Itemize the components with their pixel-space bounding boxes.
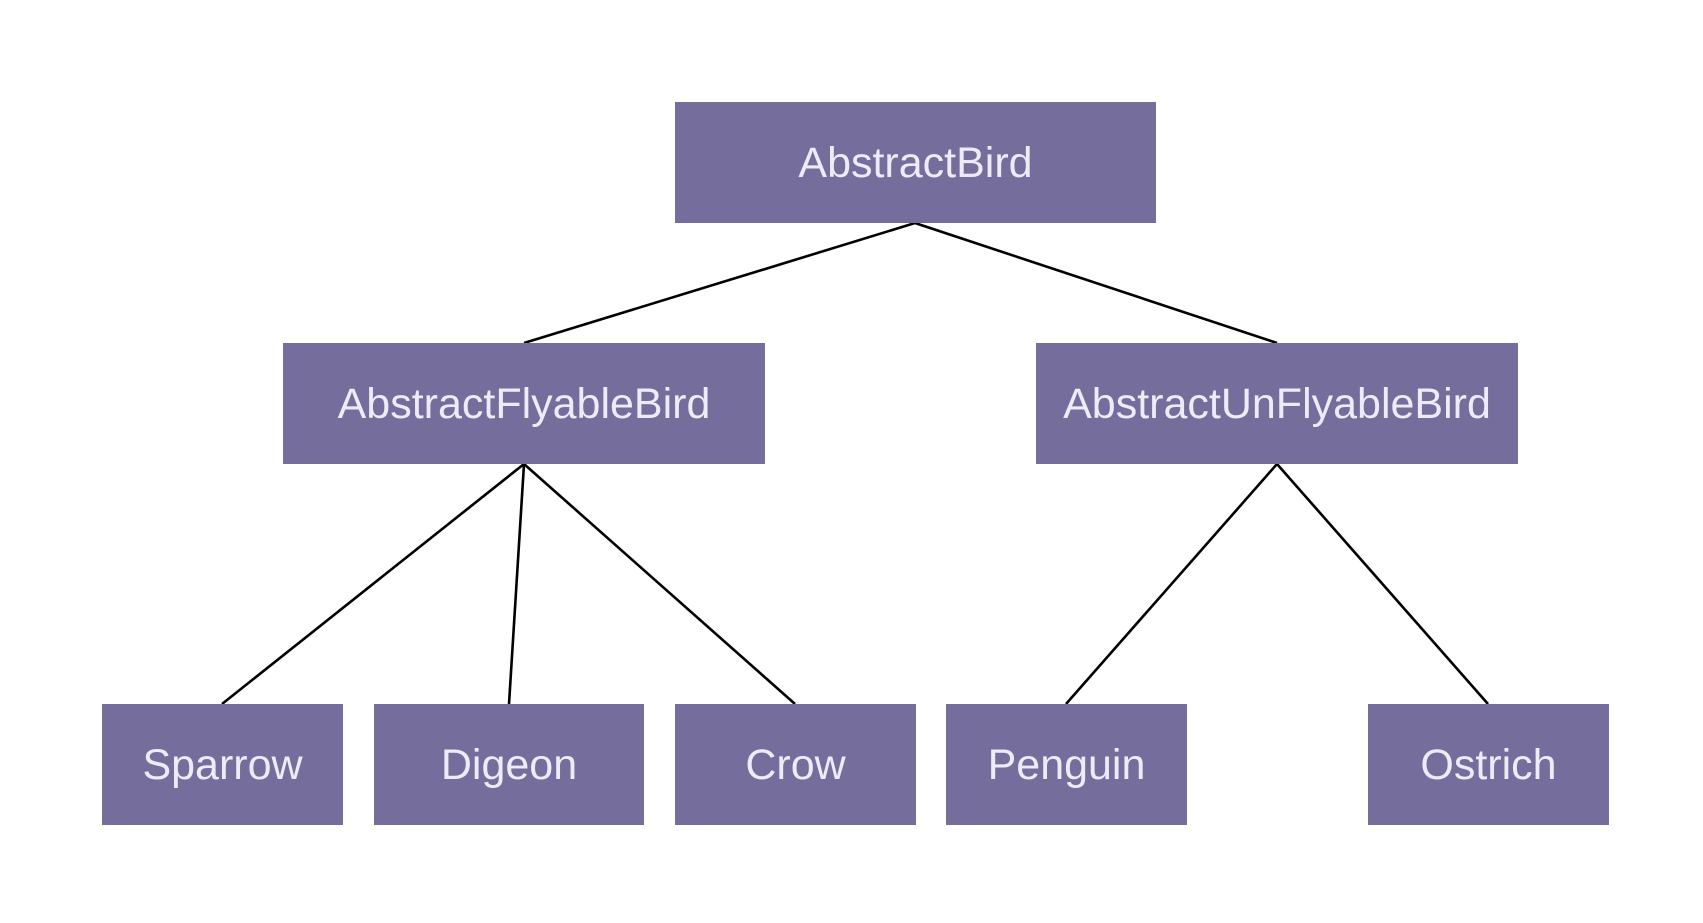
node-abstract-flyable-bird: AbstractFlyableBird [283,343,765,464]
node-ostrich: Ostrich [1368,704,1609,825]
node-penguin: Penguin [946,704,1187,825]
node-crow: Crow [675,704,916,825]
edge-layer [221,221,1489,706]
node-label-digeon: Digeon [441,741,577,789]
node-layer: AbstractBird AbstractFlyableBird Abstrac… [102,102,1609,825]
edge-abstract-bird-to-abstract-unflyable-bird [914,221,1278,345]
edge-abstract-flyable-bird-to-crow [523,463,796,705]
node-label-abstract-bird: AbstractBird [798,139,1032,187]
node-label-abstract-flyable-bird: AbstractFlyableBird [338,380,711,428]
edge-abstract-unflyable-bird-to-ostrich [1276,463,1489,705]
node-label-crow: Crow [745,741,846,789]
node-sparrow: Sparrow [102,704,343,825]
node-label-sparrow: Sparrow [142,741,303,789]
node-digeon: Digeon [374,704,644,825]
edge-abstract-bird-to-abstract-flyable-bird [523,221,916,345]
node-label-ostrich: Ostrich [1420,741,1556,789]
edge-abstract-flyable-bird-to-sparrow [221,462,525,706]
node-label-abstract-unflyable-bird: AbstractUnFlyableBird [1063,380,1491,428]
edge-abstract-flyable-bird-to-digeon [507,463,526,705]
node-abstract-bird: AbstractBird [675,102,1156,223]
node-abstract-unflyable-bird: AbstractUnFlyableBird [1036,343,1518,464]
edge-abstract-unflyable-bird-to-penguin [1065,463,1278,705]
node-label-penguin: Penguin [988,741,1146,789]
